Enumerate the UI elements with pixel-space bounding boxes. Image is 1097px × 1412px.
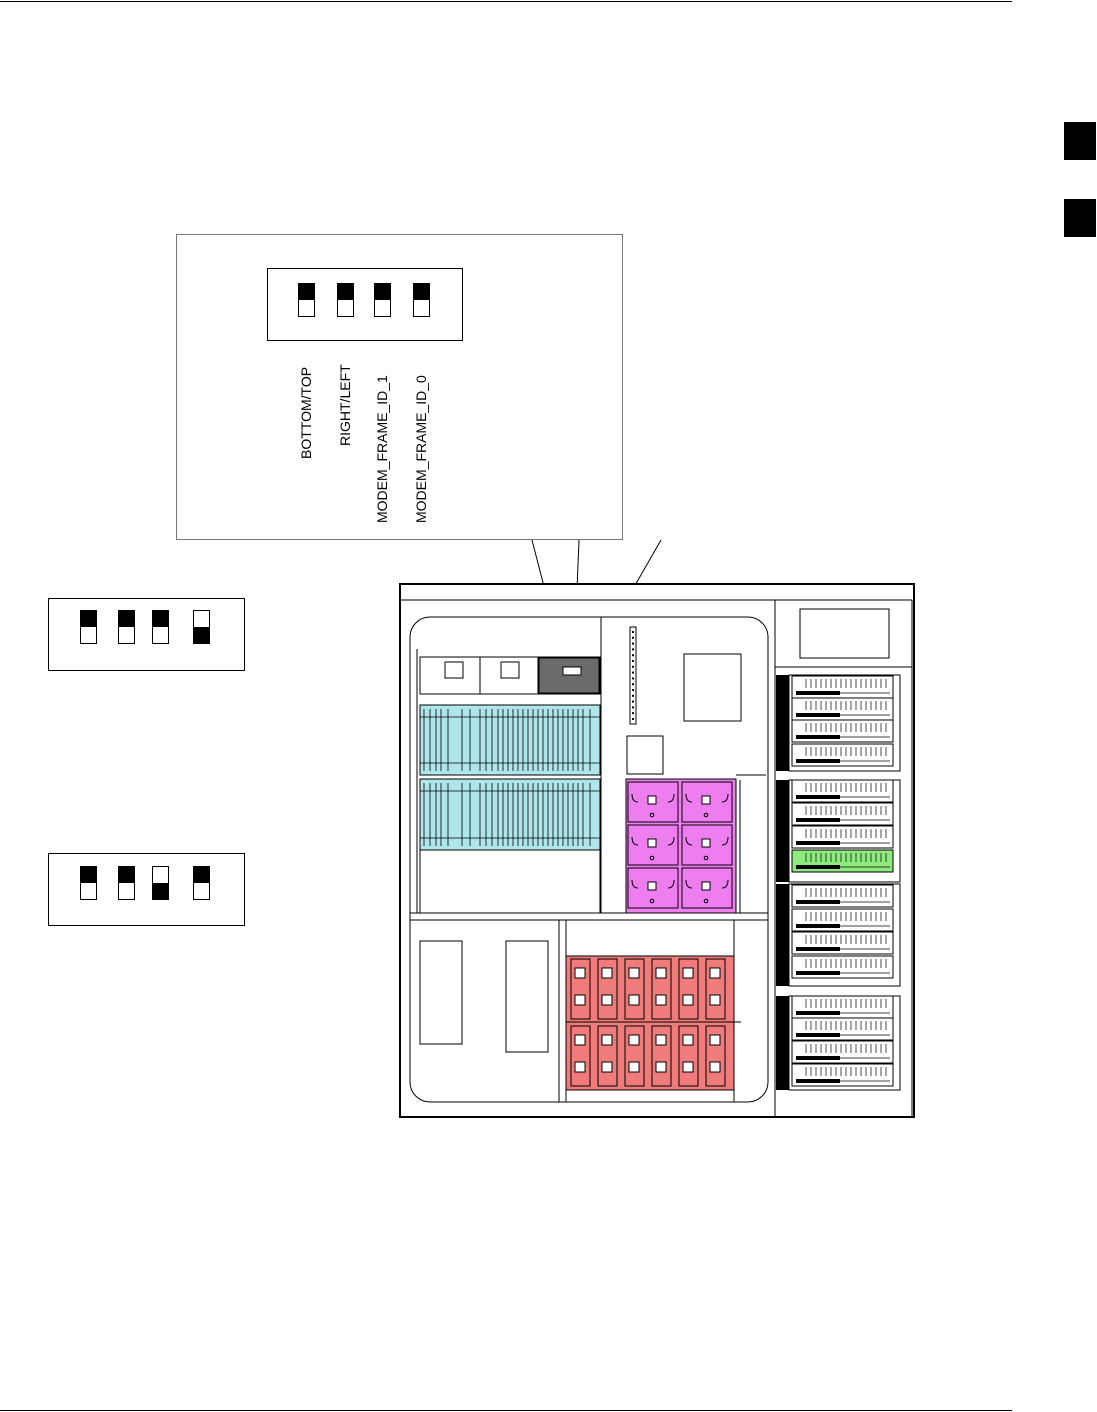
battery-terminal	[602, 995, 612, 1005]
drawer-knob	[648, 839, 656, 847]
connector-pin	[632, 706, 634, 708]
connector-pin	[632, 648, 634, 650]
shelf-label-bar	[796, 865, 840, 869]
shelf-label-bar	[796, 1011, 840, 1015]
connector-pin	[632, 712, 634, 714]
shelf-label-bar	[796, 841, 840, 845]
shelf-label-bar	[796, 759, 840, 763]
connector-pin	[632, 672, 634, 674]
shelf-bracket	[776, 675, 789, 771]
dip-switch-location	[563, 667, 581, 675]
battery-terminal	[575, 1035, 585, 1045]
connector-pin	[632, 677, 634, 679]
shelf-label-bar	[796, 1056, 840, 1060]
battery-terminal	[602, 1062, 612, 1072]
battery-terminal	[656, 968, 666, 978]
shelf-label-bar	[796, 924, 840, 928]
shelf-label-bar	[796, 795, 840, 799]
battery-terminal	[683, 1035, 693, 1045]
battery-terminal	[683, 1062, 693, 1072]
battery-terminal	[710, 995, 720, 1005]
connector-pin	[632, 631, 634, 633]
battery-terminal	[602, 968, 612, 978]
connector-pin	[632, 660, 634, 662]
battery-terminal	[656, 1062, 666, 1072]
shelf-bracket	[776, 996, 789, 1090]
power-supply-row	[420, 657, 600, 694]
battery-terminal	[575, 995, 585, 1005]
module-box-small	[627, 736, 663, 774]
battery-terminal	[656, 995, 666, 1005]
shelf-label-bar	[796, 735, 840, 739]
drawer-knob	[702, 882, 710, 890]
shelf-label-bar	[796, 1033, 840, 1037]
top-right-module	[800, 609, 889, 658]
connector-pin	[632, 683, 634, 685]
battery-terminal	[629, 968, 639, 978]
drawer-knob	[702, 839, 710, 847]
battery-terminal	[575, 968, 585, 978]
battery-terminal	[710, 1062, 720, 1072]
shelf-label-bar	[796, 971, 840, 975]
connector-pin	[632, 666, 634, 668]
connector-pin	[632, 654, 634, 656]
battery-terminal	[629, 1035, 639, 1045]
shelf-label-bar	[796, 713, 840, 717]
connector-pin	[632, 695, 634, 697]
shelf-label-bar	[796, 691, 840, 695]
battery-terminal	[710, 968, 720, 978]
battery-terminal	[602, 1035, 612, 1045]
battery-terminal	[710, 1035, 720, 1045]
connector-pin	[632, 637, 634, 639]
module-box	[684, 654, 741, 721]
battery-terminal	[656, 1035, 666, 1045]
shelf-label-bar	[796, 818, 840, 822]
connector-pin	[632, 718, 634, 720]
battery-terminal	[629, 995, 639, 1005]
battery-terminal	[683, 968, 693, 978]
modem-frame-lower	[420, 779, 600, 850]
connector-pin	[632, 643, 634, 645]
connector-strip	[630, 627, 636, 724]
battery-terminal	[683, 995, 693, 1005]
shelf-bracket	[776, 780, 789, 882]
battery-terminal	[575, 1062, 585, 1072]
shelf-bracket	[776, 884, 789, 986]
drawer-knob	[648, 796, 656, 804]
shelf-label-bar	[796, 947, 840, 951]
modem-frame-upper	[420, 705, 600, 775]
connector-pin	[632, 701, 634, 703]
shelf-label-bar	[796, 1079, 840, 1083]
shelf-label-bar	[796, 900, 840, 904]
drawer-knob	[648, 882, 656, 890]
connector-pin	[632, 689, 634, 691]
drawer-knob	[702, 796, 710, 804]
battery-terminal	[629, 1062, 639, 1072]
